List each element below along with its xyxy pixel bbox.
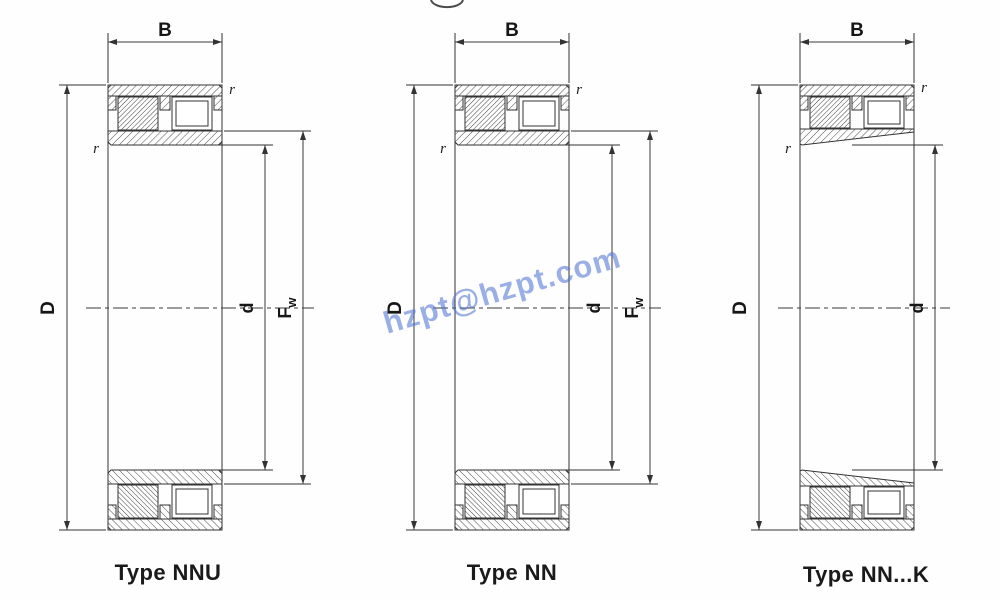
bearing-diagram-nnk: B D d r r Type NN...K: [730, 20, 950, 587]
bearing-diagram-nnu: B D d Fw r r Type NNU: [38, 20, 314, 585]
type-label: Type NN...K: [803, 562, 929, 587]
dim-label-d: d: [907, 303, 927, 314]
fw-base: F: [275, 308, 295, 319]
dim-label-B: B: [505, 20, 519, 41]
fillet-label-outer: r: [576, 82, 582, 98]
dimension-B: B: [107, 20, 223, 83]
fw-sub: w: [631, 297, 646, 309]
fw-base: F: [622, 308, 642, 319]
dim-label-B: B: [850, 20, 864, 41]
dim-label-Fw: Fw: [275, 297, 299, 319]
bearing-top-section: [107, 84, 223, 146]
bearing-bottom-section: [454, 469, 570, 531]
fw-sub: w: [284, 297, 299, 309]
dimension-Fw: Fw: [224, 130, 311, 485]
bearing-bottom-section: [799, 469, 915, 531]
dim-label-d: d: [237, 303, 257, 314]
cropped-logo-fragment: [430, 0, 464, 9]
dimension-B: B: [799, 20, 915, 83]
dim-label-B: B: [158, 20, 172, 41]
dim-label-D: D: [730, 301, 751, 315]
dimension-d: d: [160, 144, 273, 471]
bearing-bottom-section: [107, 469, 223, 531]
dimension-d: d: [852, 144, 943, 471]
dimension-d: d: [507, 144, 620, 471]
dim-label-D: D: [38, 301, 59, 315]
fillet-label-inner: r: [785, 141, 791, 157]
dimension-Fw: Fw: [571, 130, 658, 485]
dimension-B: B: [454, 20, 570, 83]
dim-label-d: d: [584, 303, 604, 314]
bearing-diagram-nn: B D d Fw r r Type NN: [385, 20, 661, 585]
fillet-label-inner: r: [93, 141, 99, 157]
watermark: hzpt@hzpt.com: [379, 239, 625, 340]
type-label: Type NN: [467, 560, 557, 585]
dim-label-Fw: Fw: [622, 297, 646, 319]
fillet-label-outer: r: [229, 82, 235, 98]
dimension-D: D: [385, 84, 453, 531]
bearing-top-section: [454, 84, 570, 146]
dim-label-D: D: [385, 301, 406, 315]
dimension-D: D: [730, 84, 798, 531]
fillet-label-outer: r: [921, 80, 927, 96]
fillet-label-inner: r: [440, 141, 446, 157]
type-label: Type NNU: [115, 560, 222, 585]
dimension-D: D: [38, 84, 106, 531]
bearing-top-section: [799, 84, 915, 146]
